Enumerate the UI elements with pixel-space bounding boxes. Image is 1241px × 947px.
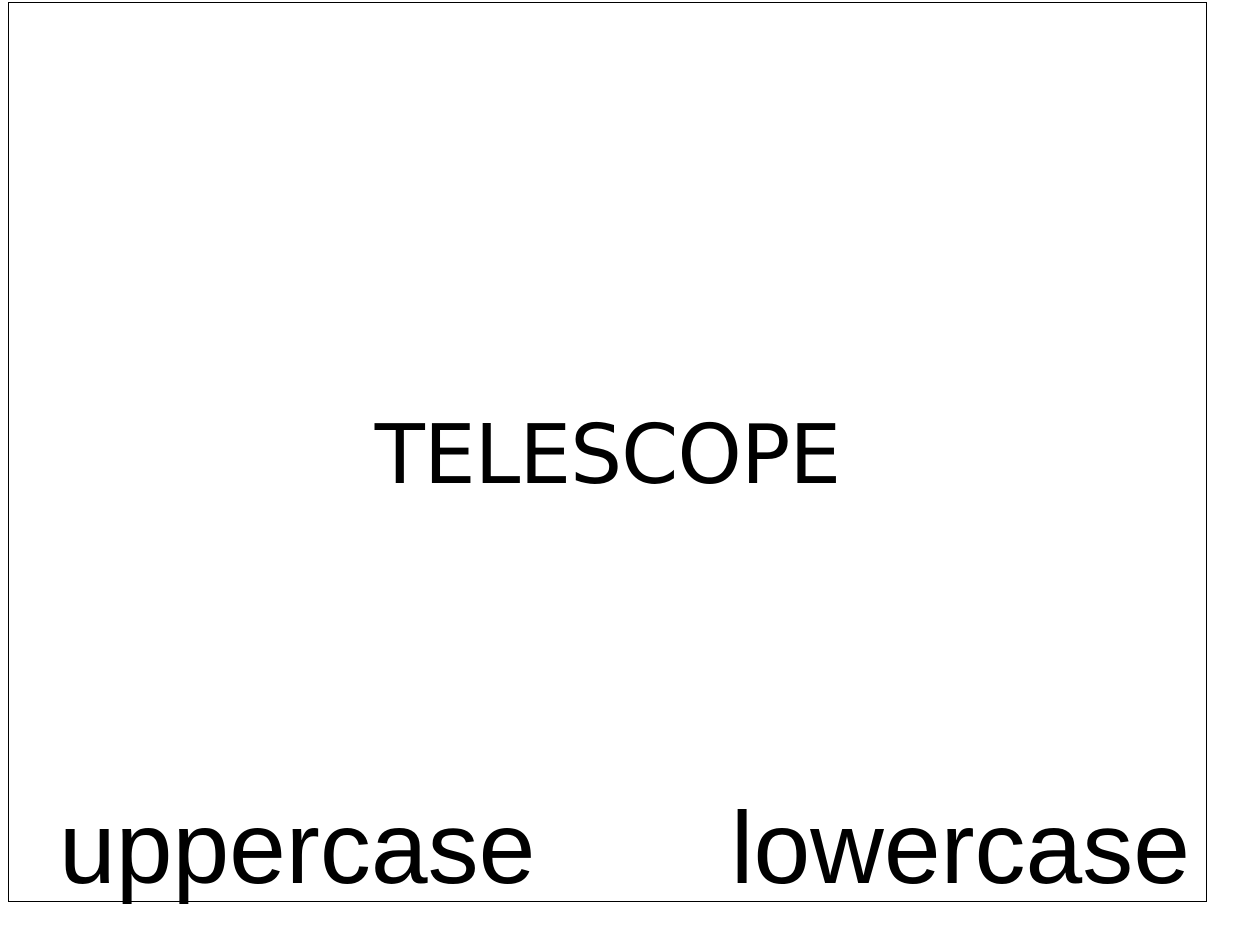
left-choice-label: uppercase	[59, 791, 536, 905]
stimulus-frame: TELESCOPE uppercase lowercase	[8, 2, 1207, 902]
stimulus-word: TELESCOPE	[374, 408, 842, 503]
right-choice-label: lowercase	[730, 791, 1190, 905]
